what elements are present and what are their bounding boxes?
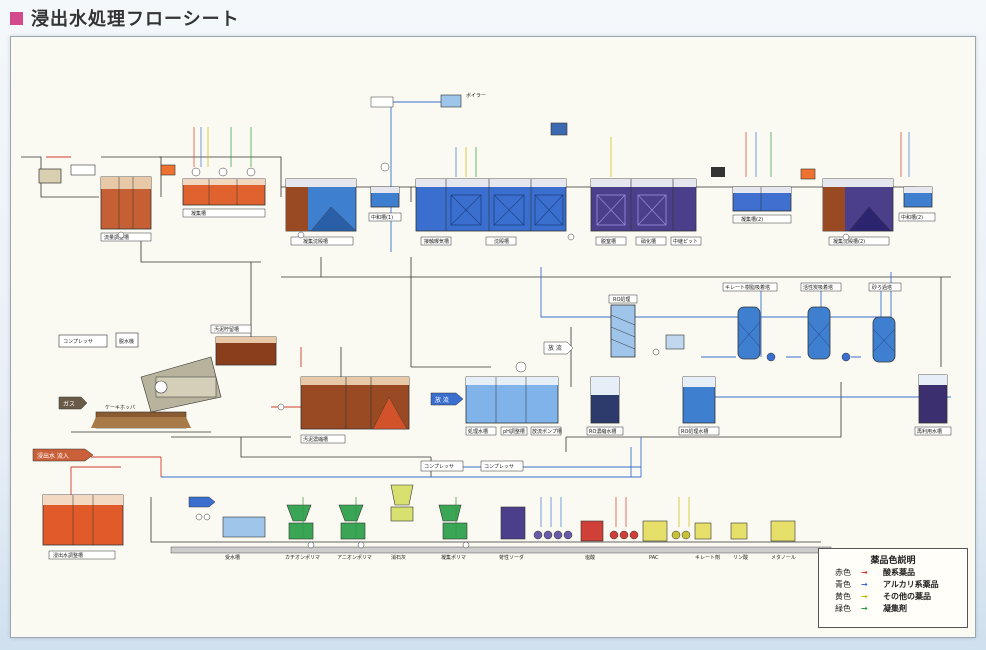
activated-carbon-label: 活性炭吸着塔 — [803, 284, 833, 291]
label-denitrification: 脱窒槽 — [601, 238, 616, 245]
compressor-label-1: コンプレッサ — [63, 339, 93, 345]
dehydrator-label: 脱水機 — [119, 338, 134, 345]
chemical-tanks — [170, 484, 832, 554]
chem-label-polymer: 凝集ポリマ — [441, 554, 466, 561]
treated-water-tanks — [465, 361, 559, 424]
legend-row: 青色 → アルカリ系薬品 — [835, 578, 967, 590]
label-discharge-pump: 放流ポンプ槽 — [532, 428, 562, 435]
legend-row: 赤色 → 酸系薬品 — [835, 566, 967, 578]
chem-label-cation: カチオンポリマ — [285, 554, 320, 561]
chem-label-water: 受水槽 — [225, 554, 240, 561]
ro-treated-label: RO処理水槽 — [681, 428, 708, 435]
denitrification-tanks — [590, 178, 697, 232]
cake-hopper-label: ケーキホッパ — [105, 404, 135, 411]
legend-desc: アルカリ系薬品 — [883, 579, 939, 589]
coag-settling-tank-2 — [822, 178, 894, 232]
chemical-feed-lines — [193, 127, 910, 537]
ro-unit-label: RO処理 — [613, 296, 630, 303]
legend-color-name: 青色 — [835, 579, 851, 589]
legend-row: 黄色 → その他の薬品 — [835, 590, 967, 602]
reuse-tank-label: 再利用水槽 — [917, 428, 942, 435]
chem-label-pac: PAC — [649, 555, 659, 561]
label-leachate-adjust: 浸出水調整槽 — [53, 552, 83, 559]
red-piping — [46, 156, 302, 497]
raw-water-label: 浸出水 流入 — [37, 452, 69, 460]
pumps — [117, 231, 851, 549]
compressor-label-3: コンプレッサ — [484, 464, 514, 470]
label-flow-adjust-tank: 流量調整槽 — [104, 234, 129, 241]
compressor-label-2: コンプレッサ — [424, 464, 454, 470]
legend-desc: 酸系薬品 — [883, 567, 915, 577]
leachate-adjust-tank — [42, 494, 124, 546]
label-relay-pit: 中継ピット — [673, 238, 698, 245]
reuse-water-tank — [918, 374, 948, 424]
coagulation-tanks-2 — [732, 186, 792, 212]
legend-arrow-blue: → — [861, 579, 868, 589]
coagulation-tanks — [182, 167, 266, 206]
legend-arrow-green: → — [861, 603, 868, 613]
title-marker — [10, 11, 23, 25]
raw-water-inlet: 浸出水 流入 — [32, 448, 94, 462]
sludge-storage-tank — [215, 336, 277, 366]
chem-label-caustic: 苛性ソーダ — [499, 554, 524, 561]
legend-title: 薬品色説明 — [870, 556, 916, 566]
ro-unit — [610, 304, 636, 358]
label-neutralization-1: 中和槽(1) — [371, 214, 393, 221]
legend-desc: その他の薬品 — [883, 591, 931, 601]
chemical-labels: 受水槽 カチオンポリマ アニオンポリマ 消石灰 凝集ポリマ 苛性ソーダ 塩酸 P… — [225, 554, 796, 561]
label-contact-aeration: 接触曝気槽 — [424, 238, 449, 245]
boiler-label: ボイラー — [466, 92, 486, 99]
label-ph-adjust: pH調整槽 — [503, 428, 525, 435]
discharge-label-2: 放 流 — [548, 344, 562, 352]
legend-row: 緑色 → 凝集剤 — [835, 602, 967, 614]
sludge-storage-label: 汚泥貯留槽 — [214, 326, 239, 333]
chem-label-phosphoric: リン酸 — [733, 554, 748, 561]
chelate-tower-label: キレート樹脂吸着塔 — [725, 284, 770, 291]
flow-diagram: 流量調整槽 凝集槽 凝集沈殿槽 中和槽(1) — [21, 92, 952, 561]
coag-settling-tank-1 — [285, 178, 357, 232]
sand-filter-tower — [872, 316, 896, 363]
legend-color-name: 黄色 — [835, 591, 851, 601]
neutralization-tank-2 — [903, 186, 933, 208]
flow-adjust-tank — [100, 176, 152, 230]
sludge-thickener-label: 汚泥濃縮槽 — [303, 436, 328, 443]
label-settling: 沈殿槽 — [494, 238, 509, 245]
filter-press — [140, 356, 222, 413]
flow-sheet: 流量調整槽 凝集槽 凝集沈殿槽 中和槽(1) — [10, 36, 976, 638]
gas-label: ガス — [63, 400, 75, 408]
neutralization-tank-1 — [370, 162, 400, 208]
legend-arrow-yellow: → — [861, 591, 868, 601]
chem-label-chelate: キレート剤 — [695, 554, 720, 561]
bio-treatment-tanks — [415, 178, 567, 232]
label-nitrification: 硝化槽 — [641, 238, 656, 245]
label-coagulation-2: 凝集槽(2) — [741, 216, 763, 223]
sand-filter-label: 砂ろ過塔 — [872, 284, 892, 291]
chem-label-lime: 消石灰 — [391, 554, 406, 561]
sludge-thickener — [300, 376, 410, 430]
chem-label-hcl: 塩酸 — [585, 554, 595, 561]
chem-label-methanol: メタノール — [771, 554, 796, 561]
legend-desc: 凝集剤 — [883, 603, 907, 613]
label-treated-water: 処理水槽 — [468, 428, 488, 435]
title-bar: 浸出水処理フローシート — [10, 6, 240, 30]
legend-arrow-red: → — [861, 567, 868, 577]
chelate-tower — [737, 306, 761, 360]
page-title: 浸出水処理フローシート — [31, 9, 240, 30]
label-coag-settling-1: 凝集沈殿槽 — [303, 238, 328, 245]
label-coag-settling-2: 凝集沈殿槽(2) — [833, 238, 865, 245]
discharge-label-1: 放 流 — [435, 396, 449, 404]
activated-carbon-tower — [807, 306, 831, 360]
ro-concentrate-label: RO濃縮水槽 — [589, 428, 616, 435]
legend-color-name: 緑色 — [835, 603, 851, 613]
legend-color-name: 赤色 — [835, 567, 851, 577]
chemical-color-legend: 薬品色説明 赤色 → 酸系薬品 青色 → アルカリ系薬品 黄色 → その他の薬品… — [818, 548, 968, 628]
label-coagulation-tank: 凝集槽 — [191, 210, 206, 217]
label-neutralization-2: 中和槽(2) — [901, 214, 923, 221]
chem-label-anion: アニオンポリマ — [337, 554, 372, 561]
